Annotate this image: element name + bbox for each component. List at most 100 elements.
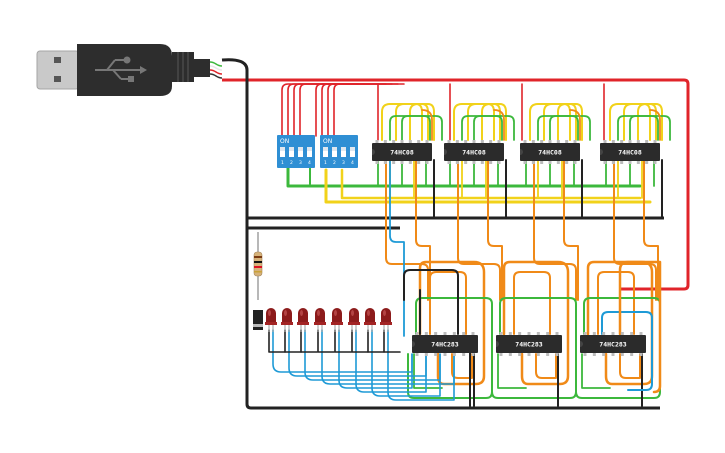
wire-yellow-bus <box>324 168 652 204</box>
dip-position-label: 2 <box>333 160 336 166</box>
wire-green-bus <box>286 166 642 188</box>
wire-orange-output <box>613 159 657 301</box>
wire-red-input <box>321 83 393 137</box>
dip-toggle[interactable] <box>323 147 328 157</box>
wire-blue-loop <box>601 311 653 391</box>
wire-black-led <box>367 329 385 353</box>
wire-red-input <box>299 83 371 137</box>
led[interactable] <box>364 308 376 332</box>
led[interactable] <box>380 308 392 332</box>
wire-black-led <box>383 329 401 353</box>
wire-green-loop <box>401 115 443 141</box>
wire-orange-loop <box>569 109 581 141</box>
wire-red-input <box>315 83 387 137</box>
wire-black-loop <box>403 269 459 335</box>
wire-blue-led <box>288 329 427 377</box>
wire-blue-led <box>338 329 413 389</box>
wire-orange-loop <box>493 109 505 141</box>
dip-position-label: 3 <box>342 160 345 166</box>
and-gate-chip[interactable]: 74HC08 <box>600 140 660 164</box>
dip-toggle[interactable] <box>332 147 337 157</box>
wire-orange-loop <box>535 353 557 379</box>
dip-position-label: 4 <box>308 160 311 166</box>
resistor[interactable] <box>253 232 263 300</box>
led[interactable] <box>297 308 309 332</box>
wire-orange-output <box>643 159 659 301</box>
dip-toggle[interactable] <box>289 147 294 157</box>
wire-blue-led <box>355 329 427 393</box>
wire-orange-loop <box>418 260 486 386</box>
leds <box>265 308 392 332</box>
wire-black-led <box>284 329 302 353</box>
wires <box>268 83 671 407</box>
wire-red-input <box>333 83 405 137</box>
diode[interactable] <box>253 310 263 330</box>
dip-position-label: 2 <box>290 160 293 166</box>
chip-label: 74HC08 <box>462 149 486 157</box>
dip-position-label: 1 <box>324 160 327 166</box>
led[interactable] <box>265 308 277 332</box>
wire-yellow-loop <box>481 103 495 141</box>
and-gate-chip[interactable]: 74HC08 <box>444 140 504 164</box>
wire-red-input <box>293 83 365 137</box>
wire-green-loop <box>473 115 515 141</box>
wire-orange-loop <box>597 271 635 335</box>
usb-symbol-icon <box>95 56 147 82</box>
wire-green-loop <box>491 297 577 399</box>
wire-black-led <box>300 329 318 353</box>
wire-blue-led <box>387 329 455 401</box>
dip-toggle[interactable] <box>350 147 355 157</box>
chip-label: 74HC08 <box>618 149 642 157</box>
wire-orange-output <box>533 159 577 301</box>
wire-green-loop <box>549 115 591 141</box>
wire-green <box>581 353 611 389</box>
wire-green <box>413 353 443 389</box>
dip-position-label: 4 <box>351 160 354 166</box>
adder-chip[interactable]: 74HC283 <box>580 332 646 356</box>
usb-connector[interactable] <box>36 44 223 96</box>
adder-chip[interactable]: 74HC283 <box>412 332 478 356</box>
wire-orange-loop <box>502 260 570 386</box>
wire-blue-led <box>304 329 441 381</box>
wire-red-input <box>281 83 353 137</box>
led[interactable] <box>281 308 293 332</box>
wire-blue-led <box>321 329 455 385</box>
and-gate-chip[interactable]: 74HC08 <box>520 140 580 164</box>
wire-blue-led <box>371 329 441 397</box>
wire-orange-loop <box>421 109 433 141</box>
led[interactable] <box>331 308 343 332</box>
chip-label: 74HC08 <box>390 149 414 157</box>
wire-yellow-bus <box>340 168 642 200</box>
and-gate-chip[interactable]: 74HC08 <box>372 140 432 164</box>
wire-green-loop <box>407 297 493 399</box>
dip-toggle[interactable] <box>341 147 346 157</box>
wire-orange-loop <box>513 271 551 335</box>
wire-green-loop <box>629 115 671 141</box>
chip-label: 74HC08 <box>538 149 562 157</box>
wire-green <box>497 353 527 389</box>
power-rail-positive <box>222 78 690 291</box>
led[interactable] <box>314 308 326 332</box>
dip-on-label: ON <box>323 138 332 145</box>
dip-toggle[interactable] <box>280 147 285 157</box>
wire-yellow-loop <box>557 103 571 141</box>
led[interactable] <box>348 308 360 332</box>
wire-black-led <box>317 329 335 353</box>
wire-orange-loop <box>619 353 641 379</box>
chips: 74HC08 74HC08 74HC08 74HC08 74HC283 74HC283 74… <box>372 140 660 356</box>
dip-position-label: 1 <box>281 160 284 166</box>
wire-orange-carry <box>618 260 662 394</box>
dip-toggle[interactable] <box>307 147 312 157</box>
chip-label: 74HC283 <box>431 341 458 349</box>
dip-toggle[interactable] <box>298 147 303 157</box>
wire-red-input <box>327 83 399 137</box>
wire-orange-loop <box>429 271 467 335</box>
adder-chip[interactable]: 74HC283 <box>496 332 562 356</box>
wire-yellow-loop <box>637 103 651 141</box>
wire-yellow-loop <box>409 103 423 141</box>
